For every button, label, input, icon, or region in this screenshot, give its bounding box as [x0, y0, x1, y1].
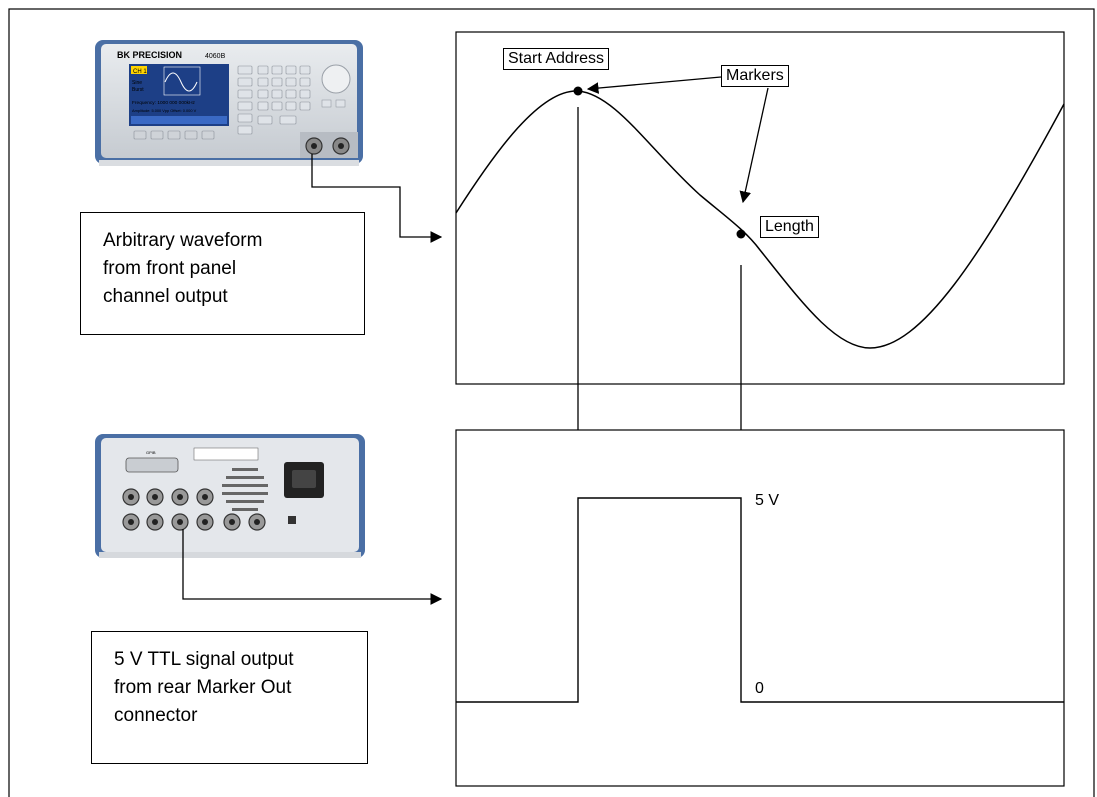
rear-panel-device: GPIB — [95, 434, 365, 558]
rear-output-arrow — [182, 529, 443, 605]
waveform-box — [455, 31, 1065, 385]
length-marker-dot — [736, 229, 746, 239]
ttl-pulse-trace — [456, 497, 1064, 703]
marker-signal-box — [455, 429, 1065, 787]
screen-sine-trace — [164, 72, 198, 92]
front-output-callout: Arbitrary waveform from front panel chan… — [80, 212, 365, 335]
front-panel-keypad — [237, 65, 311, 135]
front-panel-device: BK PRECISION 4060B CH 1 Sine Burst Frequ… — [95, 40, 363, 166]
low-level-label: 0 — [755, 680, 764, 697]
screen-amplitude: Amplitude: 5.000 Vpp Offset: 0.000 V — [132, 108, 197, 113]
length-label: Length — [760, 216, 819, 238]
markers-arrow-start — [586, 76, 722, 94]
rear-bnc-row-top — [122, 488, 214, 506]
screen-frequency: Frequency: 1000 000 000kHz — [132, 100, 196, 106]
screen-func-1: Sine — [132, 80, 142, 86]
usb-port — [288, 516, 296, 524]
front-panel-bnc-outputs — [300, 132, 358, 158]
high-level-label: 5 V — [755, 492, 780, 509]
front-panel-brand: BK PRECISION — [117, 50, 182, 60]
rear-bnc-row-bottom — [122, 513, 266, 531]
markers-label: Markers — [721, 65, 789, 87]
front-panel-soft-keys — [133, 130, 215, 140]
rotary-knob — [321, 64, 351, 94]
screen-func-2: Burst — [132, 87, 144, 93]
front-panel-model: 4060B — [205, 53, 226, 60]
start-address-label: Start Address — [503, 48, 610, 70]
front-output-arrow — [311, 154, 443, 243]
rear-output-callout: 5 V TTL signal output from rear Marker O… — [91, 631, 368, 764]
gpib-connector — [125, 457, 179, 473]
gpib-label: GPIB — [146, 450, 156, 455]
markers-arrow-length — [739, 87, 769, 204]
outer-frame — [8, 8, 1095, 797]
rear-vent — [222, 468, 268, 511]
start-address-marker-dot — [573, 86, 583, 96]
screen-channel: CH 1 — [133, 69, 147, 75]
